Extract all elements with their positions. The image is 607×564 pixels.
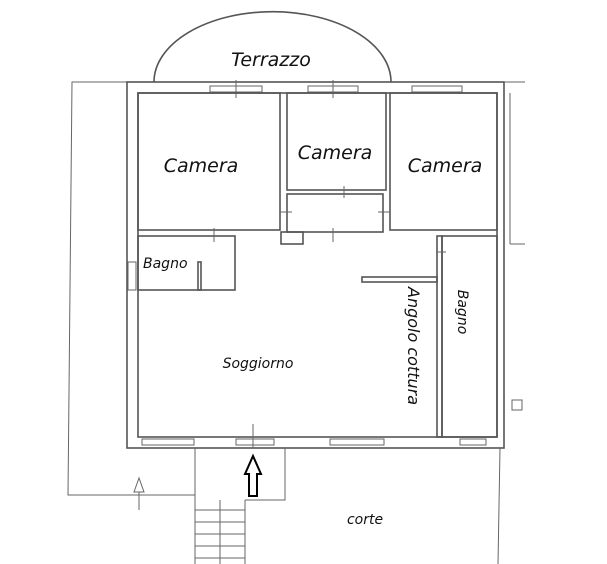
terrace-arc: [153, 10, 392, 83]
label-terrace: Terrazzo: [231, 49, 311, 71]
label-bedroom-right: Camera: [408, 155, 483, 177]
label-kitchen-corner: Angolo cottura: [404, 286, 423, 405]
label-bedroom-middle: Camera: [298, 142, 373, 164]
entrance-arrow-icon: [243, 453, 263, 497]
label-bathroom-right: Bagno: [454, 290, 470, 335]
label-living-room: Soggiorno: [223, 356, 294, 372]
courtyard-boundary: [497, 447, 501, 564]
entrance-landing: [194, 448, 286, 564]
label-bedroom-left: Camera: [164, 155, 239, 177]
windows: [127, 80, 523, 446]
label-courtyard: corte: [347, 512, 383, 528]
interior-walls: [137, 92, 498, 438]
label-bathroom-left: Bagno: [143, 256, 188, 272]
left-boundary: [67, 81, 195, 496]
exterior-wall-outer: [126, 81, 505, 449]
door-marks: [213, 186, 446, 448]
staircase: [195, 500, 246, 564]
north-arrow-icon: [133, 476, 145, 510]
